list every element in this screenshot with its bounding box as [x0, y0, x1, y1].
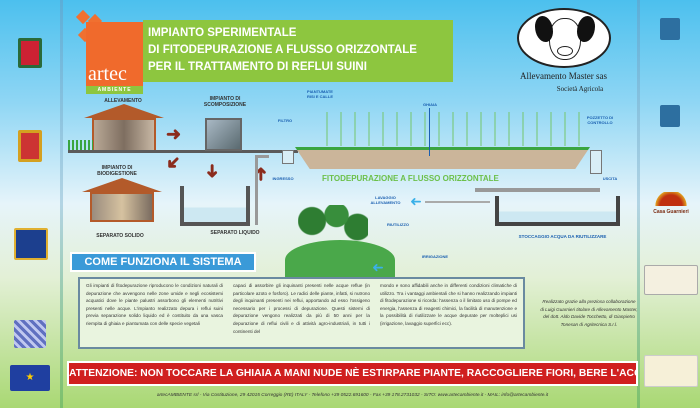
label-allevamento: ALLEVAMENTO [104, 98, 142, 104]
gravel-bed [295, 147, 590, 169]
pig-logo [517, 8, 611, 68]
green-hill [285, 240, 395, 280]
right-sponsor-column: Casa Guarnieri [640, 0, 700, 408]
control-well [590, 150, 602, 174]
eu-flag-logo: ★ [10, 365, 50, 391]
ghiaia-pointer [429, 108, 430, 156]
filter-well [282, 150, 294, 164]
liquid-tank [180, 186, 250, 226]
qr-code [14, 320, 46, 348]
label-separato-liquido: SEPARATO LIQUIDO [210, 230, 260, 236]
barn-roof [84, 104, 164, 118]
right-divider [637, 0, 640, 408]
artec-logo: artec AMBIENTE [86, 22, 143, 94]
province-crest-logo [18, 130, 42, 162]
partner-subtitle: Società Agricola [556, 85, 604, 93]
partner-name: Allevamento Master sas [520, 71, 607, 81]
credits-text: Realizzato grazie alla preziosa collabor… [540, 299, 638, 327]
label-riutilizzo: RIUTILIZZO [387, 222, 409, 227]
pig-barn-image [92, 118, 156, 152]
label-ingresso: INGRESSO [272, 176, 294, 181]
casa-guarnieri-name: Casa Guarnieri [653, 209, 689, 215]
page-title: IMPIANTO SPERIMENTALE DI FITODEPURAZIONE… [143, 20, 453, 82]
description-column: capaci di assorbire gli inquinanti prese… [233, 283, 370, 334]
pipe-lavaggio [425, 201, 490, 203]
label-filtro: FILTRO [277, 118, 293, 123]
program-logo [660, 18, 680, 40]
arrow-down-left-icon: ➜ [161, 150, 186, 176]
digester-roof [82, 178, 162, 192]
pipe [255, 155, 269, 225]
footer-contacts: artecAMBIENTE srl - Via Costituzione, 29… [156, 393, 549, 398]
trees [298, 205, 368, 245]
label-irrigazione: IRRIGAZIONE [421, 254, 449, 259]
label-lavaggio: LAVAGGIO ALLEVAMENTO [370, 195, 401, 205]
ground-line [68, 150, 298, 153]
storage-tank [495, 196, 620, 226]
left-divider [60, 0, 63, 408]
separator-plant-image [205, 118, 242, 151]
casa-guarnieri-logo [654, 192, 688, 206]
grass [68, 140, 93, 150]
agritecnica-logo [644, 355, 698, 387]
description-box: Gli impianti di fitodepurazione riproduc… [78, 277, 525, 349]
label-stoccaggio: STOCCAGGIO ACQUA DA RIUTILIZZARE [518, 234, 607, 239]
description-column: mondo e sono affidabili anche in differe… [380, 283, 517, 326]
how-it-works-heading: COME FUNZIONA IL SISTEMA [70, 252, 256, 272]
arrow-down-icon: ➜ [202, 163, 223, 179]
program-logo-2 [660, 105, 680, 127]
warning-banner: ATTENZIONE: NON TOCCARE LA GHIAIA A MANI… [67, 361, 638, 386]
label-scomposizione: IMPIANTO DI SCOMPOSIZIONE [203, 96, 247, 108]
left-sponsor-column: ★ [0, 0, 60, 408]
description-column: Gli impianti di fitodepurazione riproduc… [86, 283, 223, 326]
label-biodigestione: IMPIANTO DI BIODIGESTIONE [97, 165, 137, 177]
label-separato-solido: SEPARATO SOLIDO [96, 233, 144, 239]
digester-image [90, 192, 154, 222]
label-ghiaia: GHIAIA [423, 102, 437, 107]
region-lion-logo [14, 228, 48, 260]
reed-plants [320, 112, 590, 146]
label-piantumate: PIANTUMATE RISI E CALLE [306, 89, 333, 99]
municipal-crest-logo [18, 38, 42, 68]
arrow-right-icon: ➜ [166, 124, 182, 144]
label-pozzetto: POZZETTO DI CONTROLLO [586, 115, 614, 125]
partner-badges-logo [644, 265, 698, 295]
fitodepurazione-label: FITODEPURAZIONE A FLUSSO ORIZZONTALE [322, 174, 499, 183]
label-uscita: USCITA [602, 176, 618, 181]
arrow-left-icon: ➜ [372, 259, 384, 275]
arrow-left-icon: ➜ [410, 193, 422, 209]
pipe-storage [475, 188, 600, 192]
